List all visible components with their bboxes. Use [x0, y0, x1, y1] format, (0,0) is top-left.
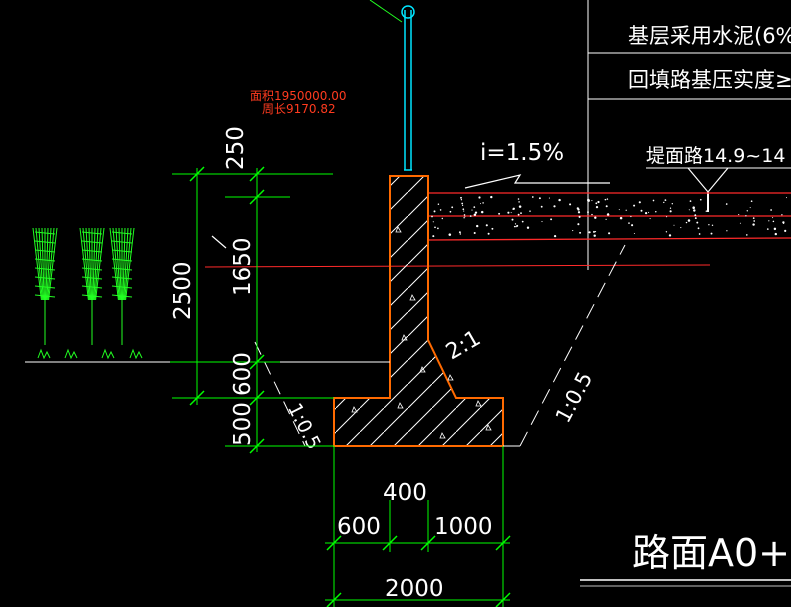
note-line-1: 基层采用水泥(6%)石 — [628, 24, 791, 48]
dim-2000: 2000 — [385, 576, 444, 602]
notes-panel: 基层采用水泥(6%)石 回填路基压实度≥94 — [587, 0, 791, 270]
dim-250: 250 — [223, 126, 249, 170]
dim-1000: 1000 — [434, 514, 493, 540]
ground-and-slopes: 1:0.5 1:0.5 — [25, 244, 626, 453]
lamp-post — [369, 0, 415, 171]
horizontal-dimensions — [325, 446, 511, 607]
section-title: 路面A0+07 — [632, 531, 791, 575]
left-slope-ratio: 1:0.5 — [283, 400, 325, 453]
slope-indicator: i=1.5% — [464, 140, 610, 189]
vertical-dimension-labels: 250 2500 1650 600 500 — [170, 126, 256, 446]
horizontal-dimension-labels: 400 600 1000 2000 — [337, 480, 493, 602]
wall-slope-ratio: 2:1 — [442, 326, 485, 365]
area-value: 面积1950000.00 — [250, 89, 347, 103]
slope-label: i=1.5% — [480, 140, 564, 166]
perimeter-value: 周长9170.82 — [262, 102, 336, 116]
dim-600-horizontal: 600 — [337, 514, 381, 540]
dim-600: 600 — [230, 352, 256, 396]
note-line-2: 回填路基压实度≥94 — [628, 68, 791, 92]
dim-500: 500 — [230, 402, 256, 446]
section-title-block: 路面A0+07 — [580, 531, 791, 587]
dim-2500: 2500 — [170, 261, 196, 320]
tree-symbols — [32, 227, 143, 360]
elevation-marker: 堤面路14.9~14 — [646, 145, 791, 212]
dim-400: 400 — [383, 480, 427, 506]
area-annotation: 面积1950000.00 周长9170.82 — [250, 89, 347, 116]
dim-1650: 1650 — [230, 237, 256, 296]
elevation-label: 堤面路14.9~14 — [646, 145, 785, 167]
vertical-dimensions — [170, 166, 334, 454]
pavement-layers — [204, 192, 791, 268]
right-slope-ratio: 1:0.5 — [551, 368, 597, 427]
